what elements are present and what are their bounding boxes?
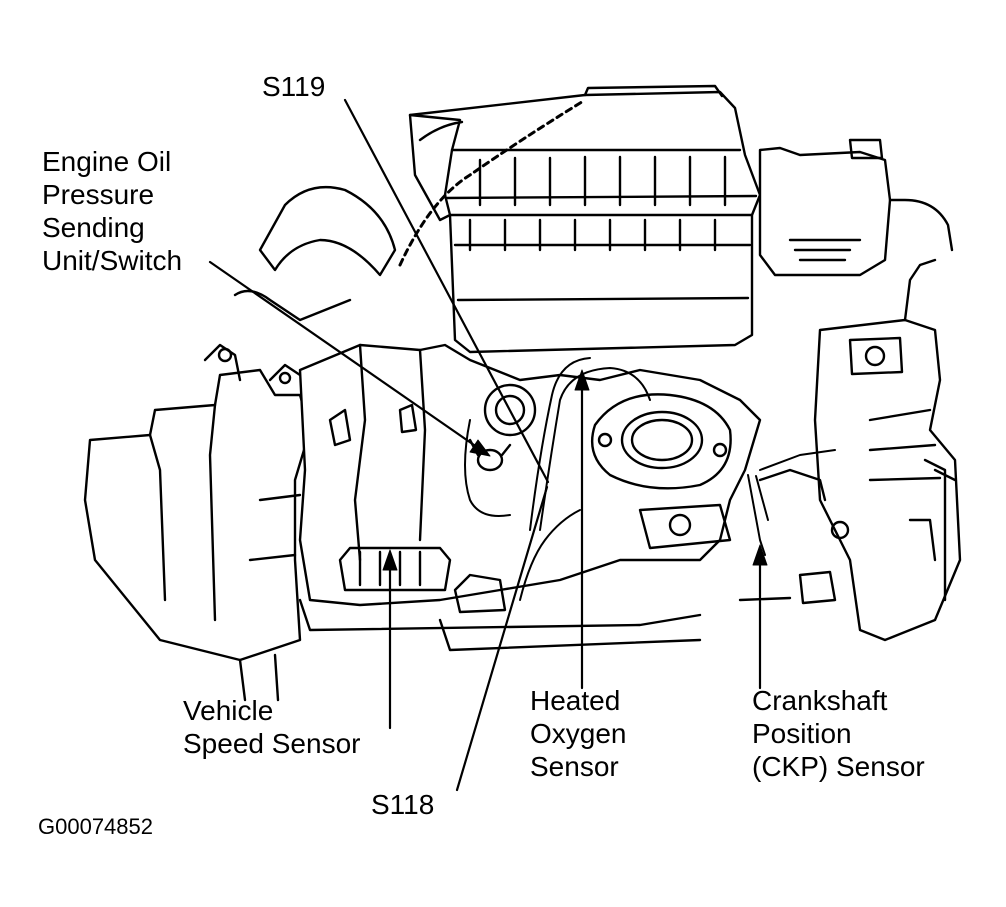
- wiring-harness: [464, 357, 836, 601]
- label-s118: S118: [371, 789, 435, 820]
- coolant-reservoir: [758, 138, 954, 277]
- arrowhead-oil-pressure: [469, 439, 491, 457]
- leader-s119: [343, 98, 550, 484]
- leader-lines: [208, 98, 762, 792]
- transaxle-housing: [83, 343, 312, 702]
- arrowheads: [382, 369, 768, 571]
- label-engine-oil-pressure-sending-unit: Engine Oil Pressure Sending Unit/Switch: [42, 146, 183, 276]
- label-crankshaft-position-sensor: Crankshaft Position (CKP) Sensor: [752, 685, 925, 782]
- label-heated-oxygen-sensor: Heated Oxygen Sensor: [530, 685, 627, 782]
- arrowhead-vehicle-speed: [382, 549, 398, 571]
- arrowhead-crankshaft: [752, 544, 768, 566]
- leader-s118: [455, 485, 549, 792]
- air-cleaner-housing: [398, 84, 762, 354]
- accessory-bracket: [738, 258, 962, 642]
- intake-duct: [233, 186, 397, 322]
- arrowhead-heated-oxygen: [574, 369, 590, 391]
- leader-oil-pressure: [208, 260, 489, 456]
- figure-id: G00074852: [38, 814, 153, 839]
- engine-block: [298, 343, 762, 652]
- label-vehicle-speed-sensor: Vehicle Speed Sensor: [183, 695, 361, 759]
- label-s119: S119: [262, 71, 326, 102]
